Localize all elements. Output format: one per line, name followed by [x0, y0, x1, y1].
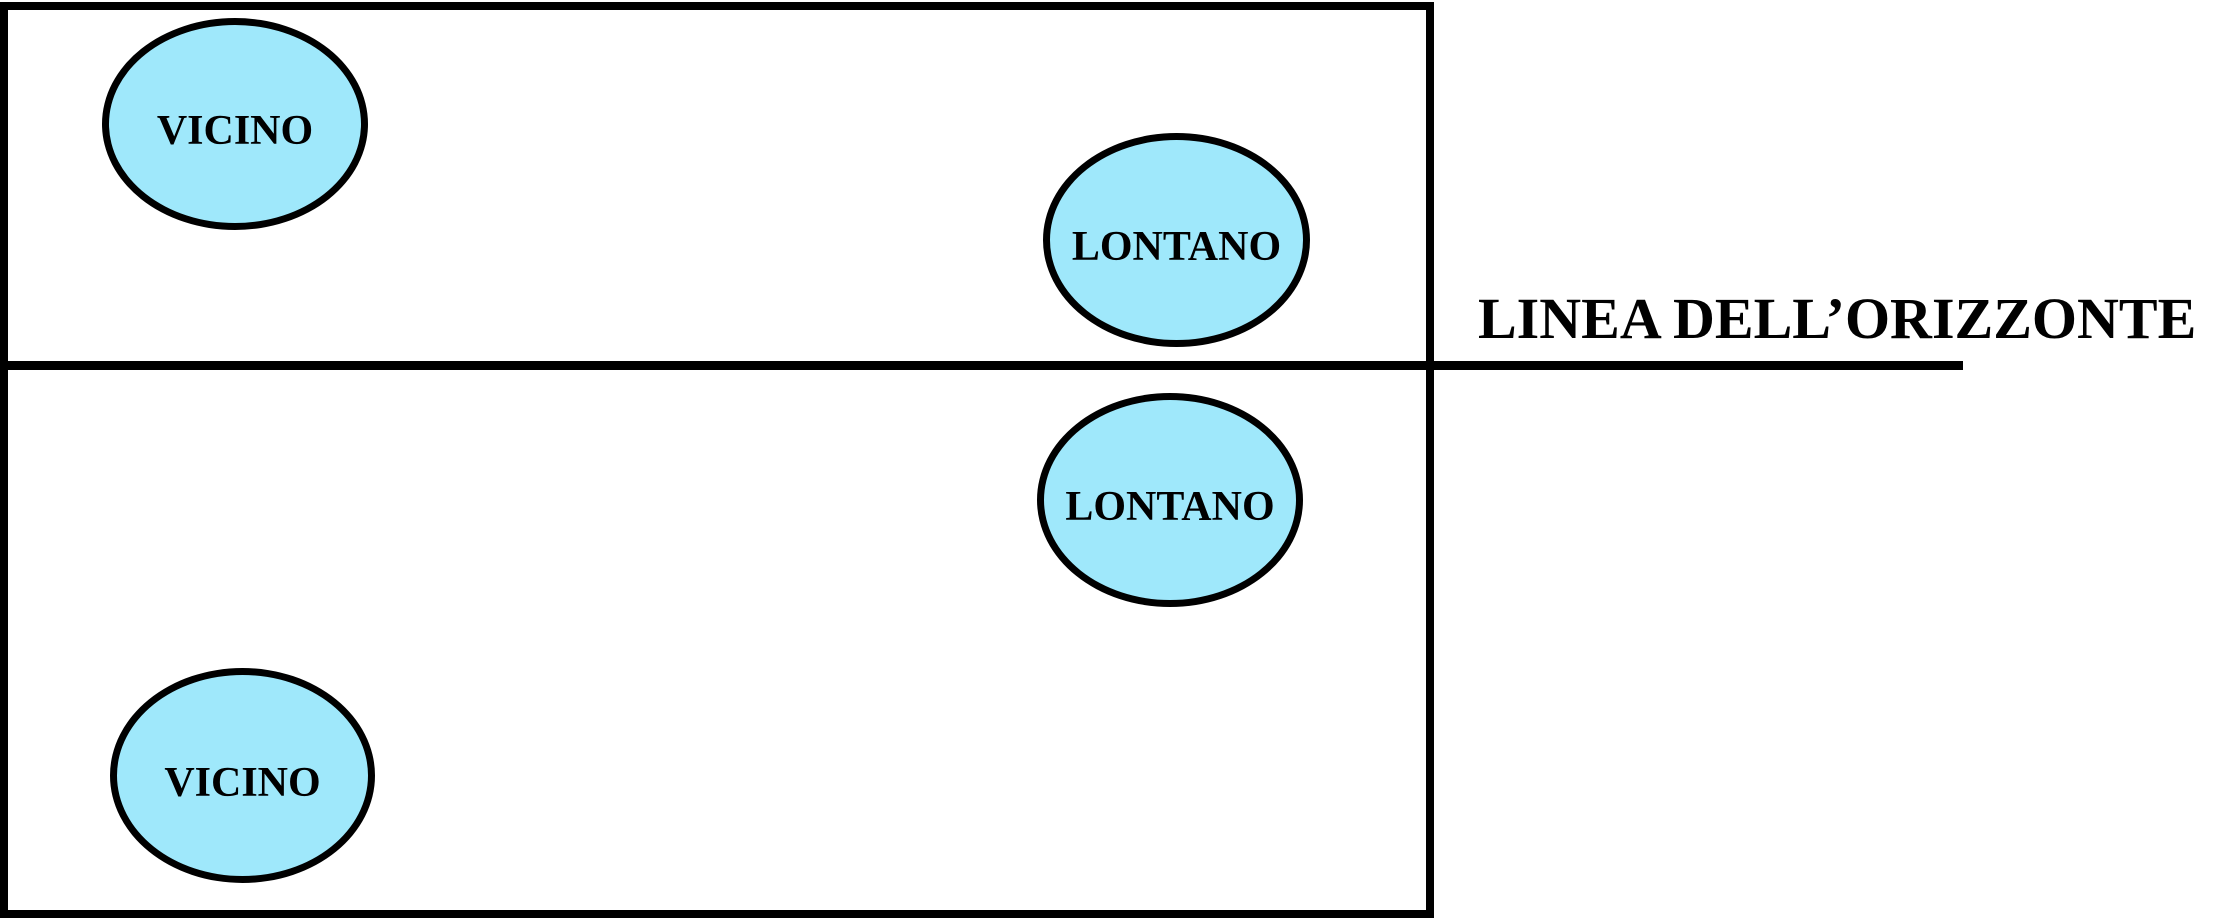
ellipse-lontano-above-horizon-label: LONTANO: [1071, 224, 1282, 270]
horizon-line-label: LINEA DELL’ORIZZONTE: [1478, 286, 2197, 351]
horizon-line: [0, 361, 1963, 370]
ellipse-vicino-below-horizon-label: VICINO: [164, 759, 321, 806]
ellipse-vicino-below-horizon: VICINO: [110, 668, 375, 883]
ellipse-vicino-above-horizon-label: VICINO: [156, 108, 314, 154]
ellipse-lontano-above-horizon: LONTANO: [1043, 133, 1310, 347]
ellipse-vicino-above-horizon: VICINO: [102, 18, 368, 230]
ellipse-lontano-below-horizon-label: LONTANO: [1065, 484, 1275, 530]
ellipse-lontano-below-horizon: LONTANO: [1037, 393, 1303, 607]
